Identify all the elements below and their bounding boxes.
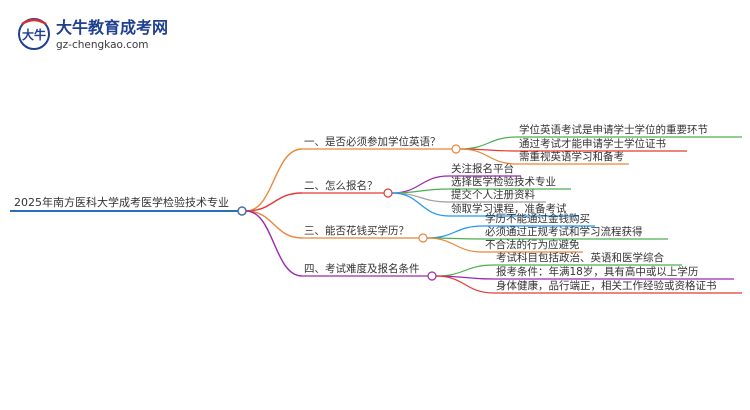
root-edge-4 bbox=[245, 210, 303, 277]
edges bbox=[245, 136, 742, 294]
branch-connector-4 bbox=[427, 271, 437, 281]
leaf-1-3: 需重视英语学习和备考 bbox=[519, 150, 624, 163]
root-edge-3 bbox=[245, 210, 303, 239]
branch-label-2: 二、怎么报名？ bbox=[304, 179, 378, 192]
leaf-3-3: 不合法的行为应避免 bbox=[485, 238, 580, 251]
leaf-4-3: 身体健康，品行端正，相关工作经验或资格证书 bbox=[496, 279, 717, 292]
branch-connector-3 bbox=[418, 233, 428, 243]
leaf-edge-4-3 bbox=[435, 275, 495, 294]
branch-label-1: 一、是否必须参加学位英语？ bbox=[304, 135, 441, 148]
root-edge-2 bbox=[245, 192, 303, 212]
leaf-2-1: 关注报名平台 bbox=[451, 162, 514, 175]
leaf-2-3: 提交个人注册资料 bbox=[451, 188, 535, 201]
leaf-edge-1-3 bbox=[459, 148, 518, 165]
root-connector bbox=[237, 206, 247, 216]
logo: 大牛 大牛教育成考网 gz-chengkao.com bbox=[18, 18, 168, 51]
nodes: 2025年南方医科大学成考医学检验技术专业 一、是否必须参加学位英语？ 学位英语… bbox=[10, 123, 717, 292]
leaf-3-2: 必须通过正规考试和学习流程获得 bbox=[485, 225, 643, 238]
leaf-edge-3-1 bbox=[426, 225, 484, 239]
leaf-1-1: 学位英语考试是申请学士学位的重要环节 bbox=[519, 123, 708, 136]
branch-connector-1 bbox=[451, 144, 461, 154]
logo-brand: 大牛教育成考网 bbox=[56, 18, 168, 37]
leaf-edge-1-1 bbox=[459, 136, 518, 150]
branch-label-4: 四、考试难度及报名条件 bbox=[304, 262, 420, 275]
leaf-2-4: 领取学习课程，准备考试 bbox=[451, 202, 567, 215]
logo-mark-text: 大牛 bbox=[22, 27, 46, 42]
leaf-4-1: 考试科目包括政治、英语和医学综合 bbox=[496, 251, 664, 264]
leaf-edge-4-1 bbox=[435, 264, 495, 277]
logo-url: gz-chengkao.com bbox=[56, 39, 149, 51]
branch-label-3: 三、能否花钱买学历？ bbox=[304, 224, 409, 237]
leaf-4-2: 报考条件：年满18岁，具有高中或以上学历 bbox=[496, 265, 698, 278]
leaf-edge-2-2 bbox=[391, 188, 450, 194]
leaf-edge-3-3 bbox=[426, 237, 484, 253]
leaf-edge-2-4 bbox=[391, 192, 450, 217]
root-label: 2025年南方医科大学成考医学检验技术专业 bbox=[14, 195, 229, 209]
leaf-2-2: 选择医学检验技术专业 bbox=[451, 175, 556, 188]
leaf-3-1: 学历不能通过金钱购买 bbox=[485, 212, 590, 225]
branch-connector-2 bbox=[383, 188, 393, 198]
root-edge-1 bbox=[245, 148, 303, 212]
leaf-1-2: 通过考试才能申请学士学位证书 bbox=[519, 137, 666, 150]
logo-mark-icon: 大牛 bbox=[18, 18, 50, 50]
